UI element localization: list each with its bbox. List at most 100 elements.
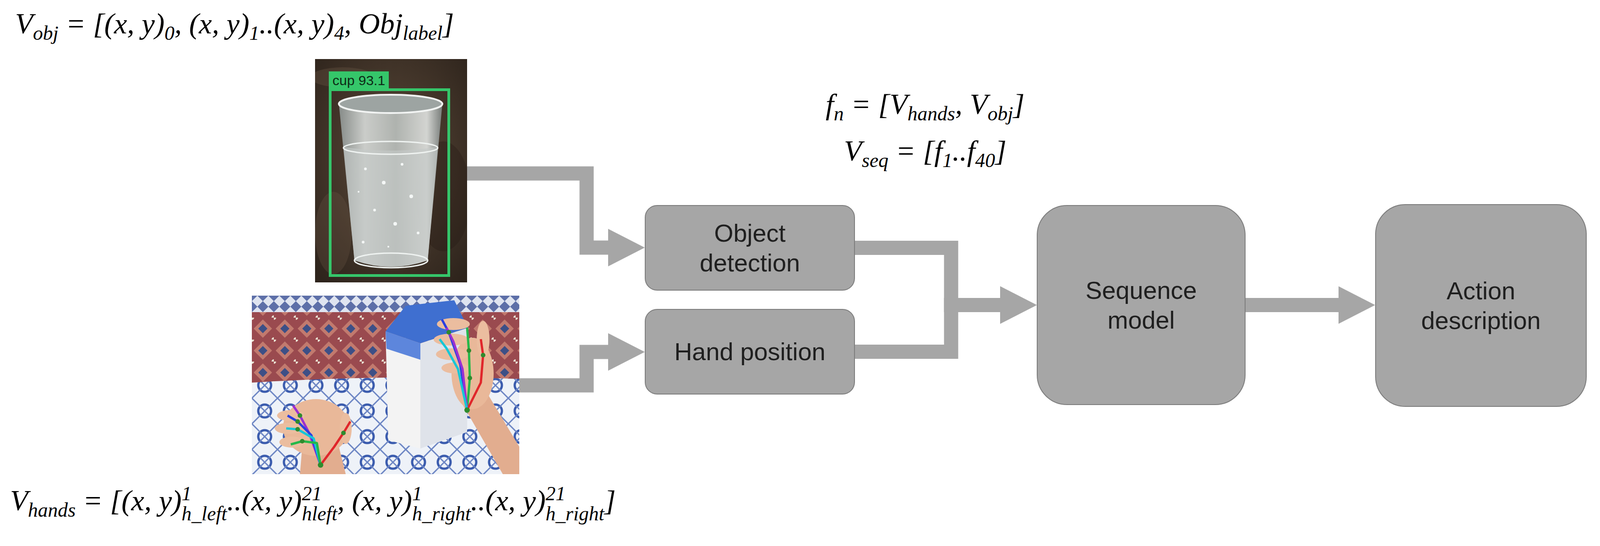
math-text: = [V	[843, 87, 908, 121]
formula: fn = [Vhands, Vobj]	[825, 85, 1025, 127]
math-text: ..f	[952, 134, 976, 168]
arrow-head	[1000, 286, 1037, 325]
math-superscript: 1	[181, 484, 228, 505]
math-text: ]	[995, 134, 1007, 168]
bubble	[387, 245, 390, 248]
arrow-line	[1245, 298, 1340, 313]
joint	[467, 375, 473, 381]
bubble	[409, 194, 414, 199]
math-subscript: 1	[942, 149, 953, 172]
process-box: Object detection	[644, 205, 855, 291]
glass-base	[354, 253, 428, 268]
math-subscript: obj	[32, 21, 59, 44]
math-text: V	[843, 134, 862, 168]
input-arrow-line	[467, 173, 610, 248]
hand-skeleton	[286, 319, 484, 466]
joint	[341, 430, 346, 436]
math-text: = [f	[888, 134, 943, 168]
math-text: V	[15, 7, 33, 40]
math-subscript: hleft	[301, 504, 338, 525]
math-text: V	[10, 484, 28, 518]
skeleton-joints	[295, 330, 486, 469]
skeleton-line	[286, 428, 321, 466]
rug-border	[251, 295, 520, 313]
water	[343, 146, 438, 267]
math-index: 21hleft	[301, 484, 338, 524]
skeleton-line	[467, 327, 470, 411]
math-subscript: seq	[861, 149, 889, 172]
math-subscript: h_right	[412, 504, 471, 525]
arrow-line	[854, 305, 1002, 353]
finger	[277, 410, 305, 422]
math-text: ]	[442, 7, 454, 40]
flow-arrow	[1245, 286, 1376, 325]
bubble	[357, 190, 360, 193]
input-arrow	[519, 333, 645, 386]
input-arrow-line	[519, 352, 610, 386]
math-subscript: n	[833, 102, 844, 125]
process-box: Hand position	[644, 309, 855, 395]
math-subscript: hands	[27, 499, 76, 522]
math-text: ]	[1012, 87, 1025, 121]
math-text: , Obj	[343, 7, 403, 40]
glass-body	[338, 103, 443, 267]
skeleton-line	[467, 339, 484, 411]
arrow-head	[608, 333, 645, 371]
math-text: ]	[604, 484, 616, 518]
math-index: 1h_right	[412, 484, 471, 524]
math-text: f	[825, 87, 834, 121]
skeleton-line	[290, 441, 321, 466]
skeleton-line	[320, 421, 351, 466]
cup-photo	[315, 59, 468, 283]
rug	[251, 295, 520, 475]
formula: Vhands = [(x, y)1h_left..(x, y)21hleft, …	[10, 481, 616, 524]
bubble	[364, 167, 367, 171]
bubble	[400, 163, 404, 166]
math-subscript: label	[402, 21, 443, 44]
carton-face	[385, 331, 421, 449]
joint	[480, 353, 486, 358]
finger	[279, 436, 305, 448]
joint	[295, 427, 300, 432]
joint	[297, 413, 303, 419]
joint	[317, 462, 324, 469]
math-text: , (x, y)	[174, 7, 250, 40]
arrow-line	[854, 248, 1002, 306]
joint	[466, 348, 472, 354]
math-text: , V	[955, 87, 988, 121]
math-text: = [(x, y)	[58, 7, 165, 40]
math-text: ..(x, y)	[470, 484, 546, 518]
box-label: Object detection	[681, 218, 819, 278]
math-subscript: 1	[249, 21, 260, 44]
math-subscript: h_right	[545, 504, 605, 525]
skeleton-line	[439, 339, 468, 411]
joint	[299, 439, 305, 444]
bubble	[381, 180, 386, 185]
math-text: ..(x, y)	[259, 7, 334, 40]
math-subscript: hands	[907, 102, 956, 125]
box-label: Action description	[1407, 276, 1555, 336]
glass-rim	[338, 94, 443, 114]
formula: Vobj = [(x, y)0, (x, y)1..(x, y)4, Objla…	[15, 4, 454, 46]
math-superscript: 1	[412, 484, 471, 505]
joint	[446, 330, 452, 335]
flow-arrow	[854, 286, 1037, 353]
math-subscript: 0	[164, 21, 175, 44]
process-box: Sequence model	[1036, 205, 1246, 406]
box-label: Sequence model	[1077, 275, 1206, 336]
joint	[295, 419, 300, 425]
arrow-head	[1338, 286, 1376, 325]
bubble	[393, 222, 398, 226]
joint	[464, 407, 470, 414]
math-index: 21h_right	[545, 484, 605, 524]
water-surface	[343, 141, 438, 155]
math-subscript: 4	[334, 21, 345, 44]
math-index: 1h_left	[181, 484, 228, 524]
skeleton-line	[287, 415, 321, 466]
input-arrow	[467, 173, 645, 267]
bubbles	[357, 163, 420, 248]
math-subscript: 40	[975, 149, 996, 172]
detection-box	[330, 89, 449, 276]
detection-label: cup 93.1	[328, 71, 389, 90]
